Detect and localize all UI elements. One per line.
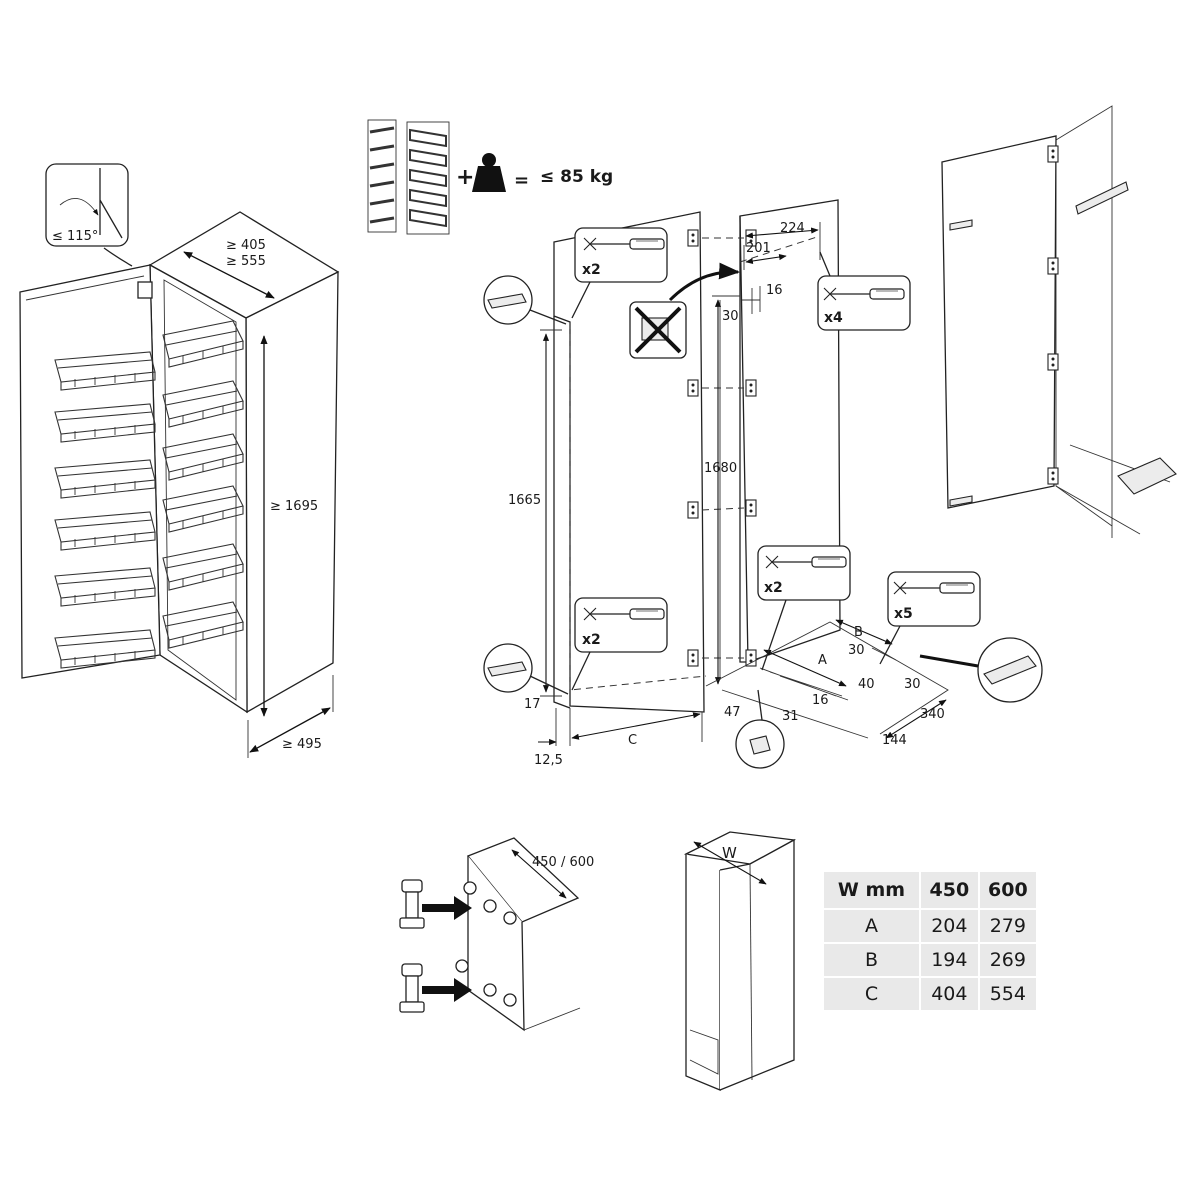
table-header-row: W mm 450 600 [824,872,1036,910]
dimension-table: W mm 450 600 A 204 279 B 194 269 C 404 5… [824,872,1036,1012]
door-mounting-figure: 224 201 16 30 1665 1680 17 12,5 C A B 30… [483,199,1043,769]
dim-30-top: 30 [722,309,739,324]
max-load-label: ≤ 85 kg [540,167,613,187]
dim-16-top: 16 [766,283,783,298]
mounted-door-figure [941,105,1177,538]
table-row: A 204 279 [824,909,1036,944]
table-cell: A [824,909,922,944]
table-cell: 279 [978,909,1036,944]
table-row: C 404 554 [824,977,1036,1012]
table-cell: 204 [920,909,980,944]
rail-detail-lower-left [483,643,569,695]
dim-A: A [818,653,827,668]
table-cell: 269 [978,943,1036,978]
dim-224: 224 [780,221,805,236]
basket-stack-icon [367,119,450,235]
weight-icon [472,153,506,192]
equals-sign: = [514,170,529,191]
dim-12-5: 12,5 [534,753,563,768]
load-capacity: + = ≤ 85 kg [367,119,613,235]
plus-sign: + [456,165,474,190]
depth-max-label: ≥ 555 [226,254,266,269]
table-header: 600 [978,872,1036,910]
table-row: B 194 269 [824,943,1036,978]
rail-detail-right [919,637,1043,703]
dim-30-floor-b: 30 [904,677,921,692]
foot-icon-upper [399,879,425,929]
cabinet-width-label: W [722,844,737,862]
leveling-feet-figure: 450 / 600 [399,837,594,1032]
opening-angle-label: ≤ 115° [52,229,98,244]
arrow-right-icon [422,896,472,920]
dim-B: B [854,625,863,640]
cabinet-width-figure: W [683,831,797,1091]
arrow-right-icon [422,978,472,1002]
table-cell: 404 [920,977,980,1012]
dim-340: 340 [920,707,945,722]
table-cell: 554 [978,977,1036,1012]
dim-17: 17 [524,697,541,712]
dim-30-floor-a: 30 [848,643,865,658]
dim-47: 47 [724,705,741,720]
height-min-label: ≥ 1695 [270,499,318,514]
width-min-label: ≥ 495 [282,737,322,752]
table-cell: C [824,977,922,1012]
foot-icon-lower [399,963,425,1013]
screw-callout-lower-left: x2 [571,597,668,691]
dim-40: 40 [858,677,875,692]
dim-201: 201 [746,241,771,256]
table-header: W mm [824,872,922,910]
table-cell: 194 [920,943,980,978]
dim-1665: 1665 [508,493,541,508]
clip-detail-bottom [735,689,785,769]
screw-count-upper-right: x4 [824,310,843,326]
rail-detail-upper-left [483,275,567,325]
screw-callout-upper-right: x4 [817,251,911,331]
table-cell: B [824,943,922,978]
screw-count-lower-right: x5 [894,606,913,622]
screw-count-lower-left: x2 [582,632,601,648]
dim-C: C [628,733,637,748]
depth-min-label: ≥ 405 [226,238,266,253]
screw-count-lower-mid: x2 [764,580,783,596]
screw-count-upper-left: x2 [582,262,601,278]
screw-callout-lower-right: x5 [879,571,981,665]
dim-1680: 1680 [704,461,737,476]
screw-callout-upper-left: x2 [571,227,668,319]
pantry-cabinet-figure: ≤ 115° ≥ 405 ≥ 555 ≥ 1695 ≥ 495 [19,163,340,758]
cabinet-width-options: 450 / 600 [532,855,594,870]
dim-31: 31 [782,709,799,724]
dim-144: 144 [882,733,907,748]
table-header: 450 [920,872,980,910]
screw-callout-lower-mid: x2 [757,545,851,671]
no-tool-callout [629,262,741,359]
dim-16-floor: 16 [812,693,829,708]
